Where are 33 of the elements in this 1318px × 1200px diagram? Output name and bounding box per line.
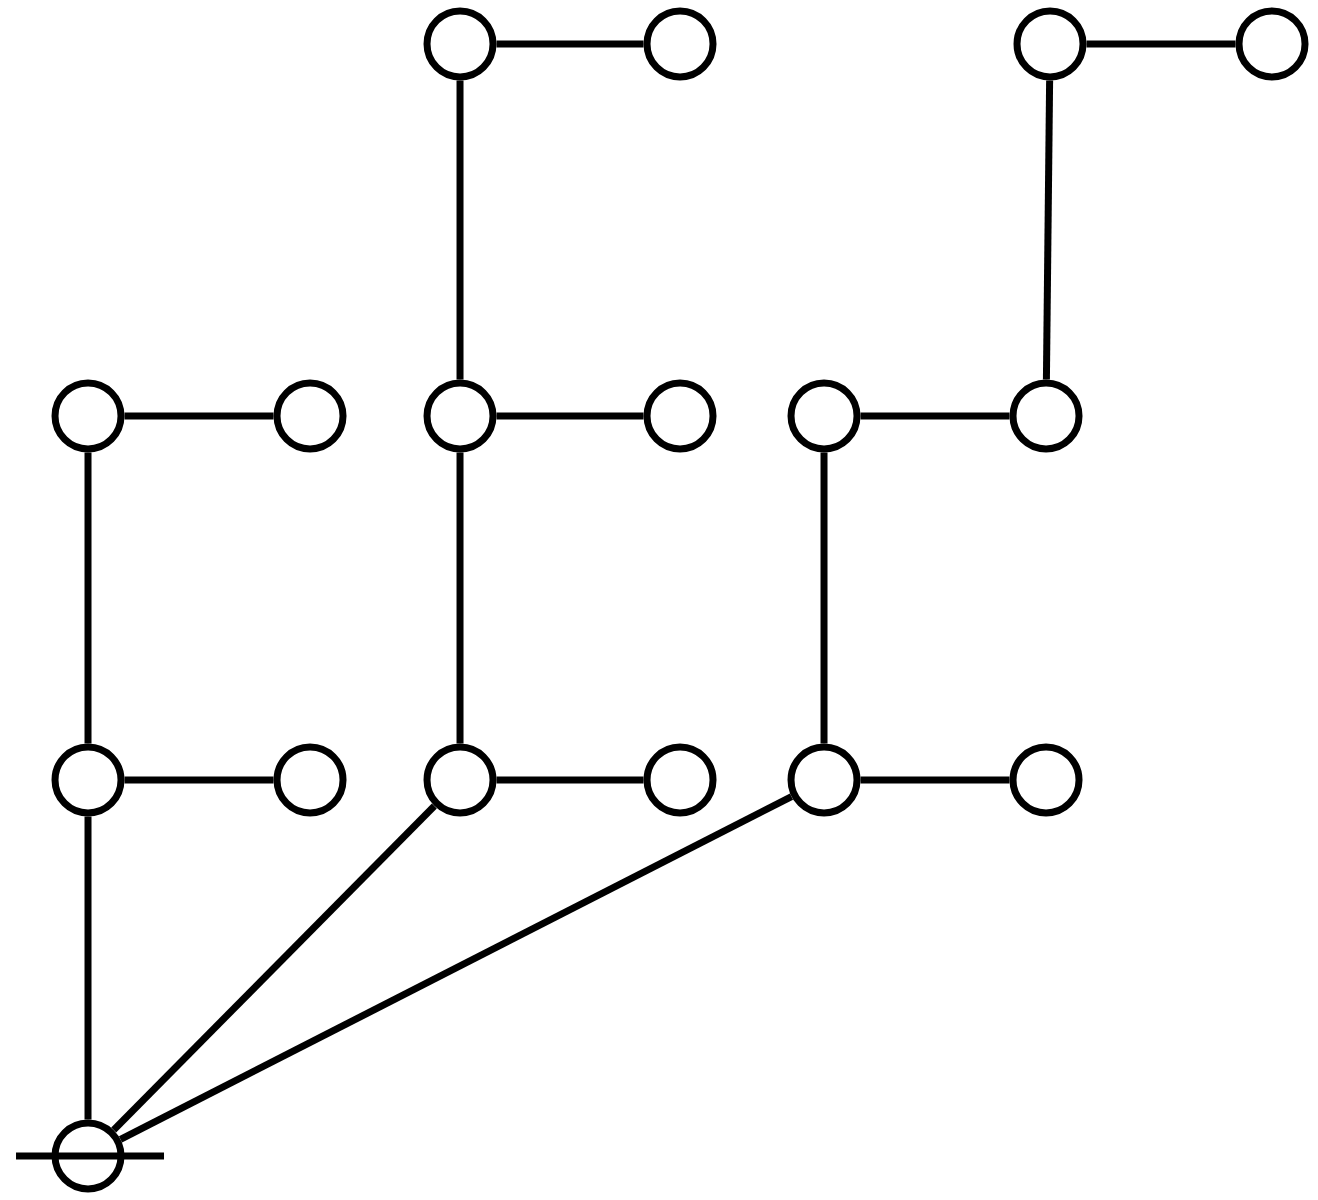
edge-line <box>860 776 1010 784</box>
vertex-circle <box>643 379 717 453</box>
vertex-circle <box>787 743 861 817</box>
edge-line <box>456 452 464 744</box>
vertex-circle <box>1013 7 1087 81</box>
edge-line <box>124 776 274 784</box>
vertex-circle <box>51 743 125 817</box>
edge-line <box>496 776 644 784</box>
vertex-circle <box>51 1119 125 1193</box>
edge-line <box>860 412 1010 420</box>
vertex-circle <box>51 379 125 453</box>
edge-line <box>84 452 92 744</box>
vertex-circle <box>787 379 861 453</box>
edge-line <box>111 803 437 1133</box>
edge-line <box>820 452 828 744</box>
edge-line <box>124 412 274 420</box>
vertex-circle <box>1009 379 1083 453</box>
edge-line <box>456 80 464 380</box>
vertex-circle <box>1009 743 1083 817</box>
vertex-circle <box>423 379 497 453</box>
edge-line <box>84 816 92 1120</box>
vertex-circle <box>273 379 347 453</box>
edge-line <box>1042 80 1054 380</box>
vertex-circle <box>273 743 347 817</box>
edge-line <box>118 793 794 1143</box>
vertex-circle <box>643 7 717 81</box>
vertex-circle <box>423 7 497 81</box>
vertex-circle <box>643 743 717 817</box>
edge-line <box>496 40 644 48</box>
edge-line <box>1086 40 1236 48</box>
vertex-circle <box>1235 7 1309 81</box>
vertex-circle <box>423 743 497 817</box>
edge-line <box>496 412 644 420</box>
